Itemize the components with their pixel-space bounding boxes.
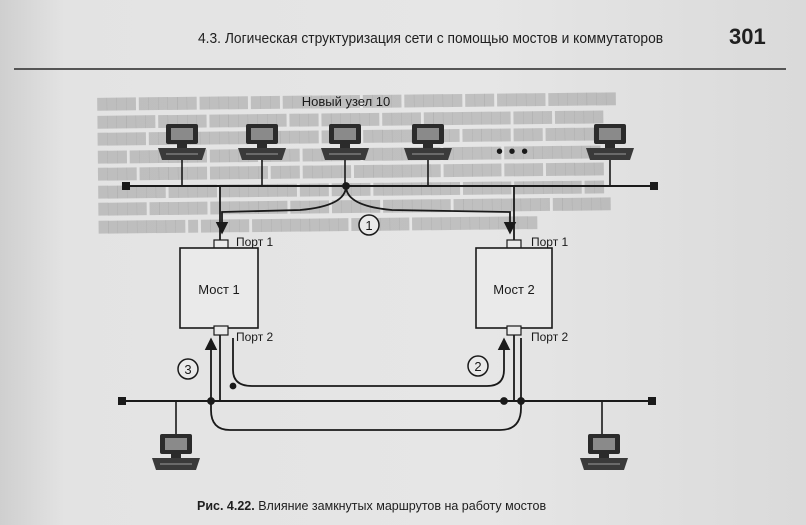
top-workstations: • • • Новый узел 10 — [157, 94, 635, 186]
workstation-icon — [579, 433, 629, 471]
workstation-icon — [237, 123, 287, 161]
workstation-icon — [403, 123, 453, 161]
workstation-icon — [157, 123, 207, 161]
figure-number: Рис. 4.22. — [197, 499, 255, 513]
ellipsis: • • • — [496, 141, 528, 163]
figure-caption-text: Влияние замкнутых маршрутов на работу мо… — [258, 499, 547, 513]
svg-text:3: 3 — [184, 362, 191, 377]
bridge-1-port-1-label: Порт 1 — [236, 235, 274, 249]
bridge-1-port-2-label: Порт 2 — [236, 330, 274, 344]
bridge-links — [219, 335, 515, 401]
page-header: 4.3. Логическая структуризация сети с по… — [0, 16, 806, 70]
bridge-2-port-2 — [506, 325, 522, 336]
bridge-1: Мост 1 Порт 1 Порт 2 — [179, 186, 274, 344]
bridge-2-label: Мост 2 — [493, 282, 535, 297]
running-title: 4.3. Логическая структуризация сети с по… — [198, 30, 664, 47]
frame-path-1 — [215, 182, 517, 235]
figure-caption: Рис. 4.22. Влияние замкнутых маршрутов н… — [197, 499, 546, 513]
svg-text:1: 1 — [365, 218, 372, 233]
workstation-icon — [151, 433, 201, 471]
workstation-icon — [585, 123, 635, 161]
page-number: 301 — [729, 24, 766, 49]
bridge-2-port-2-label: Порт 2 — [531, 330, 569, 344]
marker-3: 3 — [177, 358, 199, 380]
bottom-segment — [118, 397, 656, 471]
marker-2: 2 — [467, 355, 489, 377]
marker-1: 1 — [358, 214, 380, 236]
bridge-2-port-1-label: Порт 1 — [531, 235, 569, 249]
svg-text:2: 2 — [474, 359, 481, 374]
header-rule — [14, 68, 786, 70]
frame-path-2 — [229, 337, 511, 405]
bridge-1-label: Мост 1 — [198, 282, 240, 297]
frame-path-3 — [204, 337, 525, 431]
new-node-label: Новый узел 10 — [302, 94, 391, 109]
new-node-workstation-icon — [320, 123, 370, 161]
bridge-1-port-2 — [213, 325, 229, 336]
bridge-2: Мост 2 Порт 1 Порт 2 — [475, 186, 569, 344]
top-segment — [122, 182, 658, 190]
